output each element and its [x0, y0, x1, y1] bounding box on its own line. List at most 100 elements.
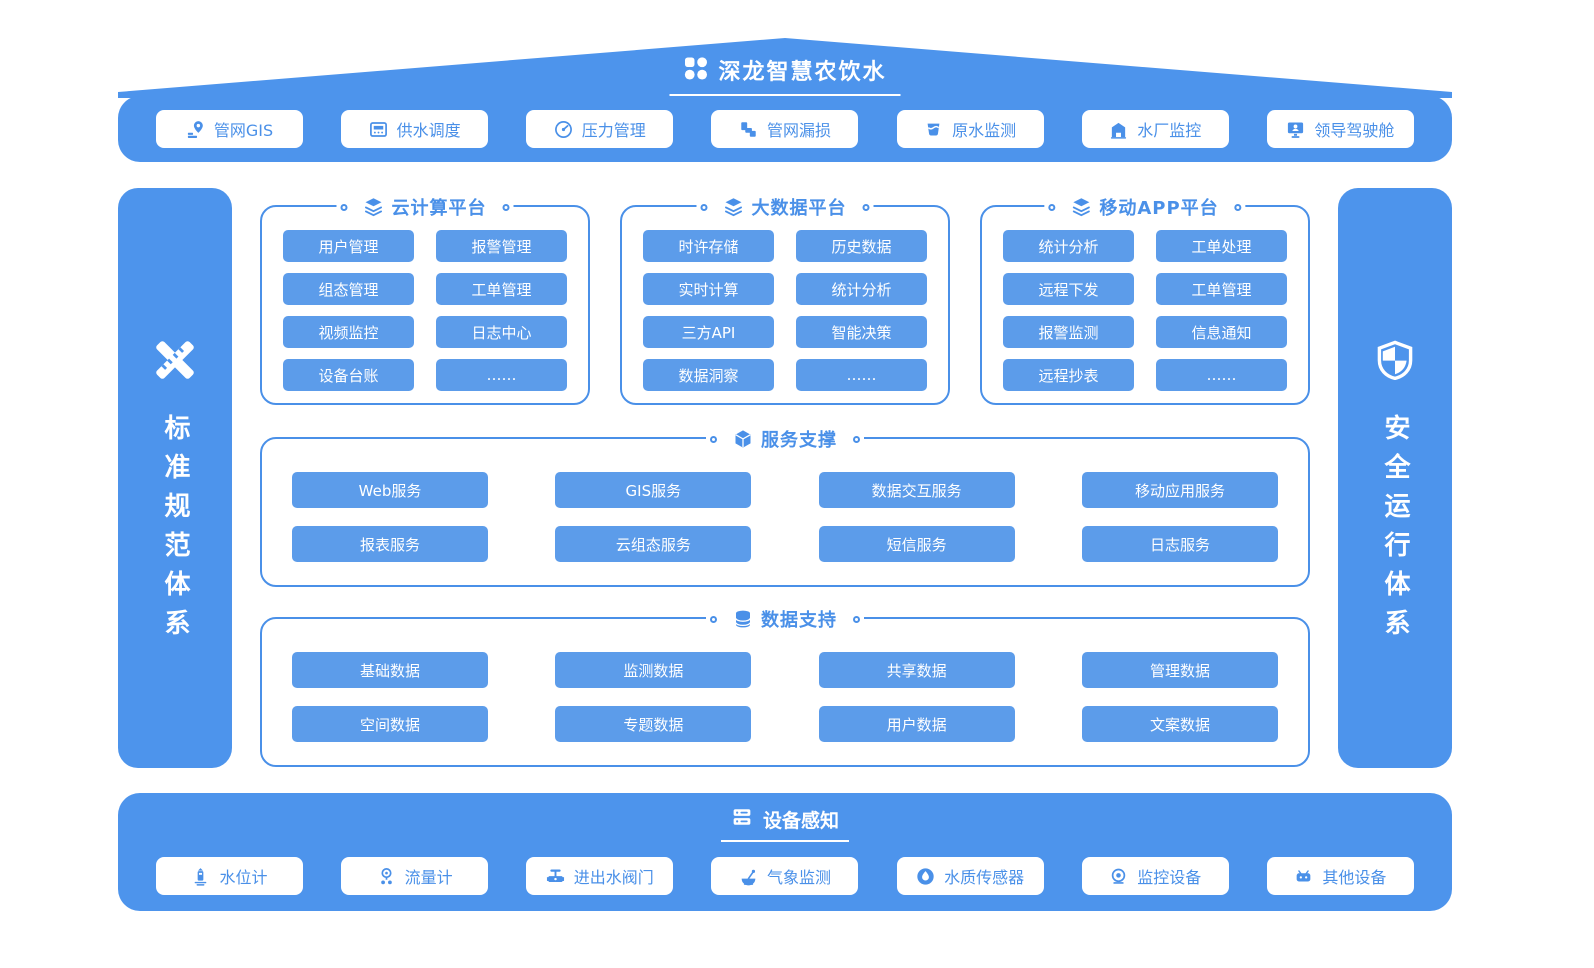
feature-button[interactable]: 远程下发 — [1003, 273, 1134, 305]
module-pill-cockpit[interactable]: 领导驾驶舱 — [1266, 110, 1414, 148]
database-icon — [733, 609, 753, 629]
platform-header-cloud: 云计算平台 — [336, 192, 514, 222]
device-pill-water-quality[interactable]: 水质传感器 — [896, 857, 1044, 895]
feature-button[interactable]: 日志中心 — [436, 316, 567, 348]
feature-button-more[interactable]: …… — [436, 359, 567, 391]
connector-dot — [1234, 203, 1242, 211]
device-layer-title-text: 设备感知 — [762, 810, 840, 832]
data-support-header: 数据支持 — [706, 604, 864, 634]
device-pill-label: 流量计 — [404, 868, 453, 887]
service-button[interactable]: 报表服务 — [292, 526, 488, 562]
data-button[interactable]: 共享数据 — [818, 652, 1015, 688]
layers-icon — [1071, 197, 1091, 217]
feature-button-more[interactable]: …… — [1156, 359, 1287, 391]
server-icon — [731, 806, 753, 833]
service-button[interactable]: 数据交互服务 — [818, 472, 1015, 508]
feature-button[interactable]: 工单管理 — [436, 273, 567, 305]
flow-meter-icon — [377, 867, 396, 886]
feature-button[interactable]: 统计分析 — [796, 273, 927, 305]
device-pill-label: 气象监测 — [766, 868, 831, 887]
feature-button[interactable]: 组态管理 — [283, 273, 414, 305]
module-pill-label: 领导驾驶舱 — [1314, 121, 1395, 140]
device-pill-flow-meter[interactable]: 流量计 — [341, 857, 489, 895]
module-pill-label: 水厂监控 — [1137, 121, 1202, 140]
feature-button-more[interactable]: …… — [796, 359, 927, 391]
feature-button[interactable]: 时许存储 — [643, 230, 774, 262]
data-button[interactable]: 专题数据 — [555, 706, 752, 742]
service-button[interactable]: Web服务 — [292, 472, 488, 508]
data-button[interactable]: 文案数据 — [1081, 706, 1278, 742]
feature-button[interactable]: 数据洞察 — [643, 359, 774, 391]
module-pill-leakage[interactable]: 管网漏损 — [711, 110, 859, 148]
module-pill-label: 管网漏损 — [766, 121, 831, 140]
service-button[interactable]: 短信服务 — [818, 526, 1015, 562]
feature-button[interactable]: 报警监测 — [1003, 316, 1134, 348]
data-button[interactable]: 监测数据 — [555, 652, 752, 688]
device-pill-label: 水位计 — [219, 868, 268, 887]
feature-button[interactable]: 统计分析 — [1003, 230, 1134, 262]
module-pill-raw-water[interactable]: 原水监测 — [896, 110, 1044, 148]
device-pill-other[interactable]: 其他设备 — [1266, 857, 1414, 895]
module-pill-label: 压力管理 — [581, 121, 646, 140]
data-support-title: 数据支持 — [761, 610, 837, 631]
feature-button[interactable]: 视频监控 — [283, 316, 414, 348]
device-pill-label: 监控设备 — [1137, 868, 1202, 887]
data-items: 基础数据 监测数据 共享数据 管理数据 空间数据 专题数据 用户数据 文案数据 — [262, 619, 1308, 742]
data-button[interactable]: 用户数据 — [818, 706, 1015, 742]
device-pill-valve[interactable]: 进出水阀门 — [526, 857, 674, 895]
water-drop-icon — [916, 867, 935, 886]
water-level-icon — [191, 867, 210, 886]
device-pill-weather[interactable]: 气象监测 — [711, 857, 859, 895]
service-button[interactable]: 日志服务 — [1081, 526, 1278, 562]
device-pills: 水位计 流量计 进出水阀门 气象监测 水质传感器 监控设备 — [156, 857, 1414, 895]
connector-dot — [710, 435, 717, 443]
connector-dot — [710, 615, 717, 623]
service-support-box: 服务支撑 Web服务 GIS服务 数据交互服务 移动应用服务 报表服务 云组态服… — [260, 424, 1310, 587]
module-pill-plant-monitor[interactable]: 水厂监控 — [1081, 110, 1229, 148]
connector-dot — [700, 203, 708, 211]
module-pill-pressure[interactable]: 压力管理 — [526, 110, 674, 148]
top-module-bar: 管网GIS 供水调度 压力管理 管网漏损 原水监测 水厂监控 领导驾驶舱 — [118, 96, 1452, 162]
module-pill-pipe-gis[interactable]: 管网GIS — [156, 110, 303, 148]
pipe-icon — [739, 120, 758, 139]
platform-title: 云计算平台 — [391, 198, 487, 219]
feature-button[interactable]: 远程抄表 — [1003, 359, 1134, 391]
feature-button[interactable]: 三方API — [643, 316, 774, 348]
feature-button[interactable]: 历史数据 — [796, 230, 927, 262]
device-pill-water-level[interactable]: 水位计 — [156, 857, 303, 895]
monitor-icon — [1286, 120, 1305, 139]
feature-button[interactable]: 实时计算 — [643, 273, 774, 305]
connector-dot — [1048, 203, 1056, 211]
service-button[interactable]: 移动应用服务 — [1081, 472, 1278, 508]
device-pill-label: 其他设备 — [1322, 868, 1387, 887]
valve-icon — [546, 867, 565, 886]
platform-items: 用户管理 报警管理 组态管理 工单管理 视频监控 日志中心 设备台账 …… — [262, 207, 588, 407]
platform-box-bigdata: 大数据平台 时许存储 历史数据 实时计算 统计分析 三方API 智能决策 数据洞… — [620, 192, 950, 405]
feature-button[interactable]: 用户管理 — [283, 230, 414, 262]
data-button[interactable]: 基础数据 — [292, 652, 488, 688]
left-rail-standards: 标准规范体系 — [118, 188, 232, 768]
grid-icon — [683, 56, 708, 85]
data-button[interactable]: 管理数据 — [1081, 652, 1278, 688]
service-button[interactable]: 云组态服务 — [555, 526, 752, 562]
left-rail-label: 标准规范体系 — [160, 414, 190, 648]
service-button[interactable]: GIS服务 — [555, 472, 752, 508]
device-pill-label: 进出水阀门 — [573, 868, 654, 887]
feature-button[interactable]: 工单处理 — [1156, 230, 1287, 262]
page-title-text: 深龙智慧农饮水 — [718, 60, 887, 85]
plc-icon — [369, 120, 388, 139]
feature-button[interactable]: 智能决策 — [796, 316, 927, 348]
feature-button[interactable]: 信息通知 — [1156, 316, 1287, 348]
gauge-icon — [554, 120, 573, 139]
feature-button[interactable]: 工单管理 — [1156, 273, 1287, 305]
data-support-box: 数据支持 基础数据 监测数据 共享数据 管理数据 空间数据 专题数据 用户数据 … — [260, 604, 1310, 767]
feature-button[interactable]: 报警管理 — [436, 230, 567, 262]
feature-button[interactable]: 设备台账 — [283, 359, 414, 391]
module-pill-supply-dispatch[interactable]: 供水调度 — [341, 110, 489, 148]
platform-title: 移动APP平台 — [1099, 198, 1219, 219]
device-pill-camera[interactable]: 监控设备 — [1081, 857, 1229, 895]
platform-header-bigdata: 大数据平台 — [696, 192, 874, 222]
service-support-header: 服务支撑 — [706, 424, 864, 454]
data-button[interactable]: 空间数据 — [292, 706, 488, 742]
right-rail-safety: 安全运行体系 — [1338, 188, 1452, 768]
